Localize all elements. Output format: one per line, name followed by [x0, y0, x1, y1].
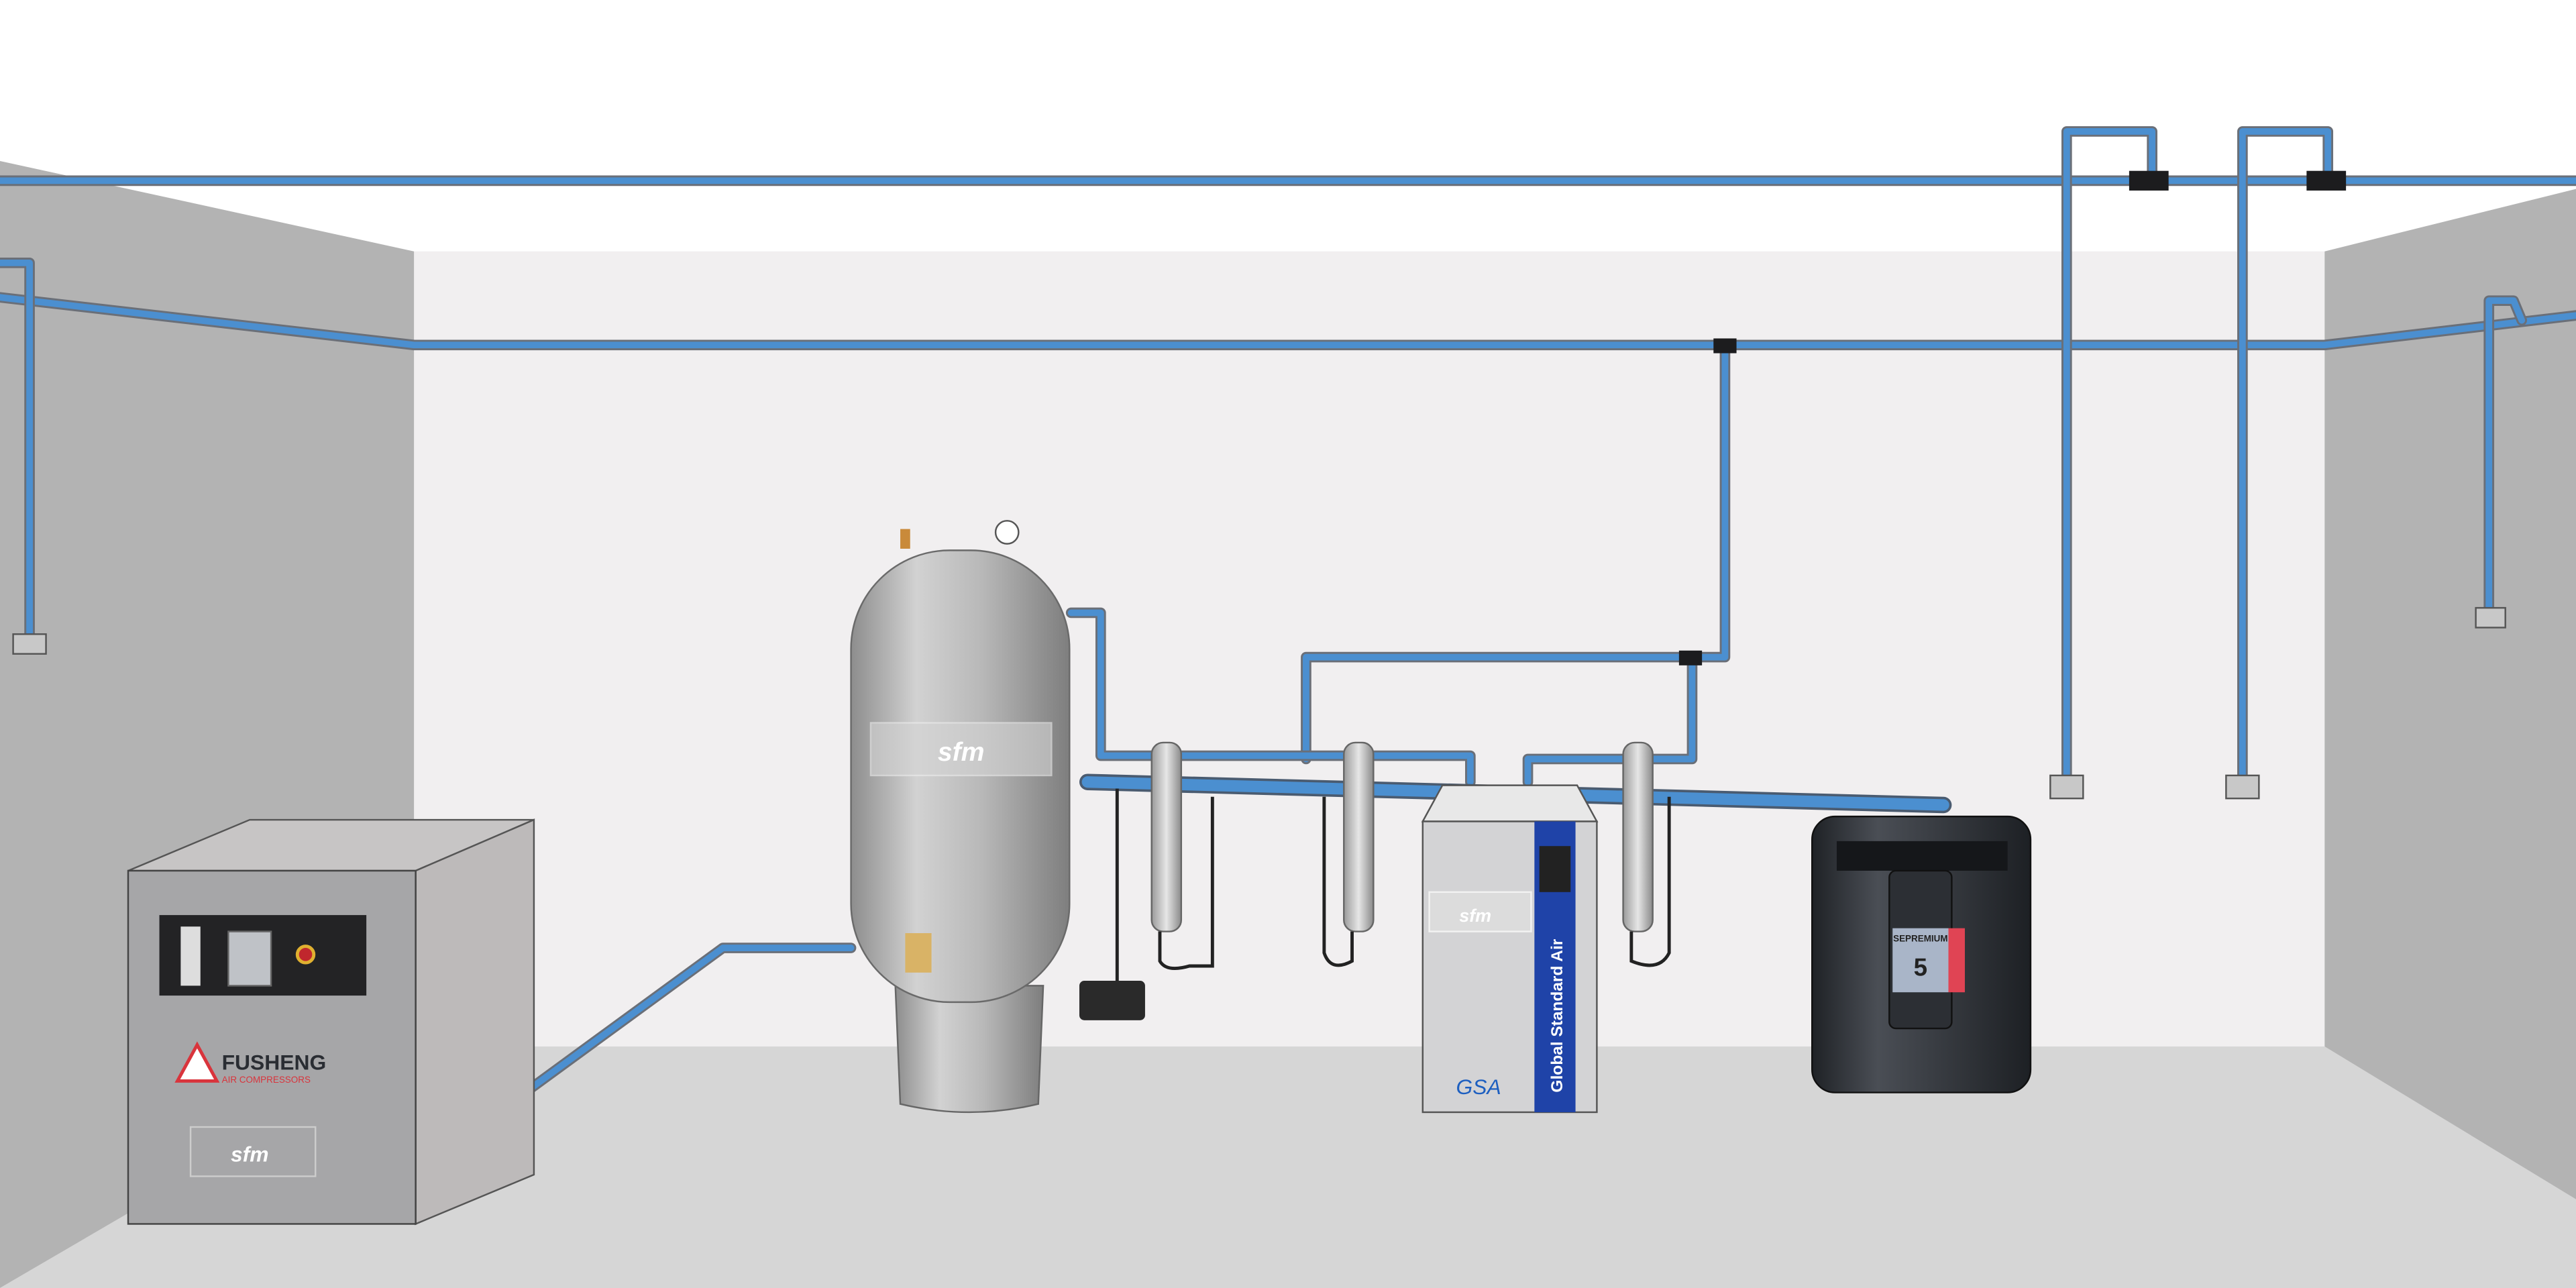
- right-wall: [2324, 189, 2576, 1199]
- air-compressor: FUSHENG AIR COMPRESSORS sfm: [127, 818, 535, 1226]
- tank-nameplate: [905, 933, 932, 973]
- compressor-brand: FUSHENG: [222, 1050, 327, 1074]
- gsa-logo: GSA: [1456, 1075, 1501, 1099]
- dryer-control-panel[interactable]: [1539, 846, 1571, 892]
- compressor-subtitle: AIR COMPRESSORS: [222, 1075, 311, 1085]
- receiver-tank: sfm: [850, 520, 1071, 1114]
- safety-valve: [900, 529, 910, 549]
- info-label: [180, 926, 201, 986]
- separator-label: SEPREMIUM: [1893, 933, 1947, 943]
- fusheng-logo-icon: [174, 1041, 220, 1083]
- dryer-sfm-logo: sfm: [1459, 906, 1491, 926]
- wall-ring-pipe: [0, 292, 2576, 351]
- pipe-fittings: [12, 170, 2506, 800]
- oil-water-separator: SEPREMIUM 5: [1811, 815, 2032, 1093]
- pressure-gauge-icon: [994, 520, 1020, 545]
- drop-pipes: [0, 126, 2528, 1110]
- tank-sfm-logo: sfm: [938, 738, 985, 767]
- separator-model-number: 5: [1914, 954, 1927, 981]
- compressor-sfm-logo: sfm: [231, 1142, 269, 1166]
- filter-3: [1622, 741, 1671, 967]
- floor: [0, 1046, 2576, 1288]
- filter-2: [1322, 741, 1375, 967]
- controller-panel[interactable]: [227, 930, 272, 987]
- line-filters: [1079, 741, 1671, 1020]
- drain-box: [1079, 981, 1145, 1020]
- dryer-stripe-text: Global Standard Air: [1548, 938, 1566, 1092]
- refrigerated-dryer: sfm Global Standard Air GSA: [1421, 784, 1599, 1114]
- emergency-stop-button[interactable]: [295, 945, 316, 965]
